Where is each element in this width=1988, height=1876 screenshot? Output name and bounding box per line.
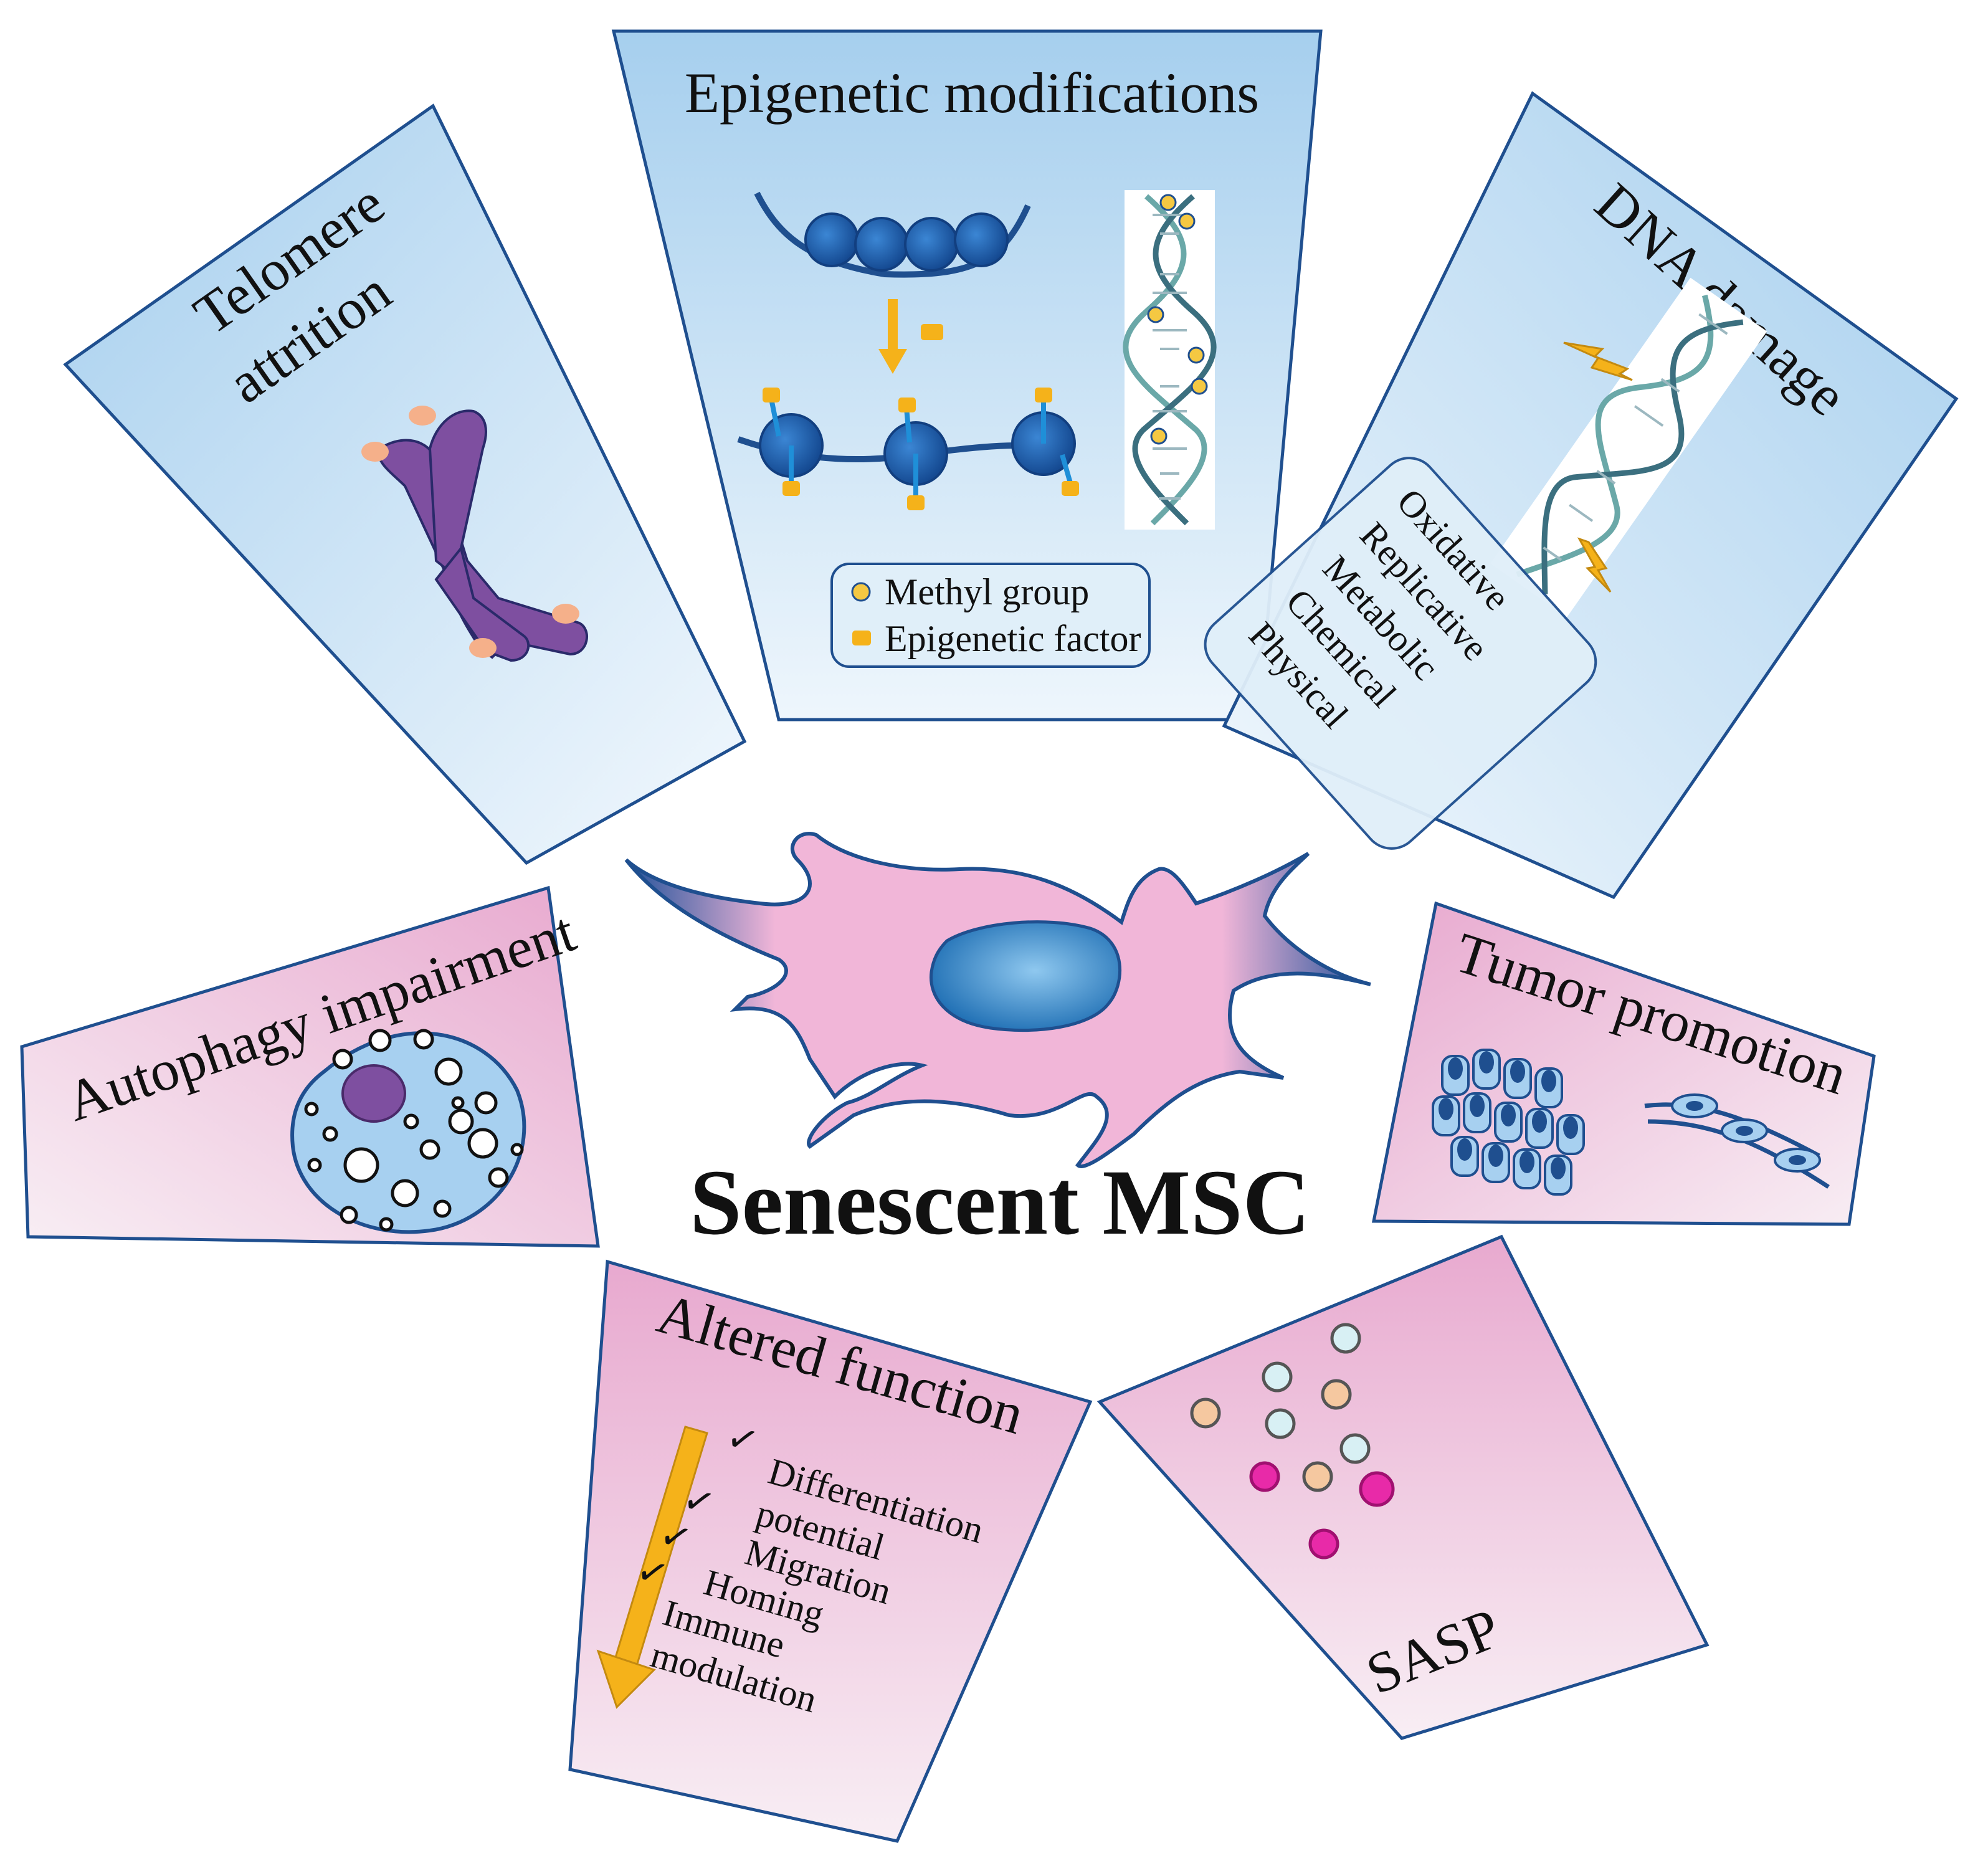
down-arrow-icon	[878, 299, 943, 374]
senescent-msc-label: Senescent MSC	[690, 1151, 1310, 1254]
nucleosome-open-icon	[737, 388, 1079, 510]
legend-epigenetic-factor: Epigenetic factor	[885, 618, 1141, 659]
epigenetic-title: Epigenetic modifications	[685, 61, 1259, 125]
epigenetic-factor-legend-icon	[852, 631, 871, 645]
lightning-bolt-icon	[1563, 341, 1633, 381]
panel-dna-damage: DNA damage Oxidative Replicative Metabol…	[1204, 91, 1959, 900]
methyl-group-icon	[1191, 378, 1208, 395]
lightning-bolt-icon	[1577, 537, 1612, 593]
telomere-cap-icon	[469, 638, 497, 658]
panel-tumor-promotion: Tumor promotion	[1371, 901, 1876, 1226]
methyl-group-icon	[1187, 346, 1205, 364]
telomere-cap-icon	[552, 604, 579, 624]
decrease-arrow-icon	[596, 1426, 708, 1709]
secreted-factors-icon	[1190, 1323, 1395, 1559]
panel-altered-bg	[568, 1259, 1093, 1843]
autophagic-cell-icon	[290, 1029, 526, 1234]
methyl-group-legend-icon	[851, 582, 871, 602]
blood-vessel-icon	[1644, 1093, 1830, 1189]
dna-methylation-icon	[1123, 190, 1217, 530]
panel-sasp: SASP	[1096, 1234, 1710, 1740]
nucleosome-compact-icon	[754, 191, 1031, 278]
vesicles-icon	[304, 1029, 524, 1232]
nucleus-icon	[341, 1064, 406, 1123]
epigenetic-factor-icon	[1035, 388, 1052, 402]
methyl-group-icon	[1147, 306, 1164, 323]
dna-damage-causes: Oxidative Replicative Metabolic Chemical…	[1204, 457, 1597, 850]
panel-sasp-bg	[1096, 1234, 1710, 1740]
methyl-group-icon	[1178, 212, 1196, 230]
epigenetic-factor-icon	[1062, 481, 1079, 496]
panel-telomere-attrition: Telomere attrition	[63, 103, 747, 865]
epigenetic-factor-icon	[763, 388, 780, 402]
chromosome-icon	[361, 406, 588, 662]
epigenetic-factor-icon	[898, 398, 916, 412]
methyl-group-icon	[1150, 427, 1168, 445]
telomere-cap-icon	[361, 442, 389, 462]
panel-altered-function: Altered function ✓ Differentiation poten…	[568, 1259, 1093, 1843]
senescent-msc-cell: Senescent MSC	[624, 832, 1371, 1254]
cell-nucleus-icon	[929, 920, 1122, 1032]
methyl-group-icon	[1159, 194, 1177, 211]
panel-autophagy-impairment: Autophagy impairment	[20, 885, 600, 1248]
telomere-cap-icon	[409, 406, 436, 426]
legend-methyl-group: Methyl group	[885, 571, 1089, 612]
epigenetic-factor-icon	[907, 495, 925, 510]
epigenetic-legend: Methyl group Epigenetic factor	[830, 563, 1151, 668]
panel-epigenetic-modifications: Epigenetic modifications	[611, 29, 1323, 721]
epigenetic-factor-icon	[782, 481, 800, 496]
